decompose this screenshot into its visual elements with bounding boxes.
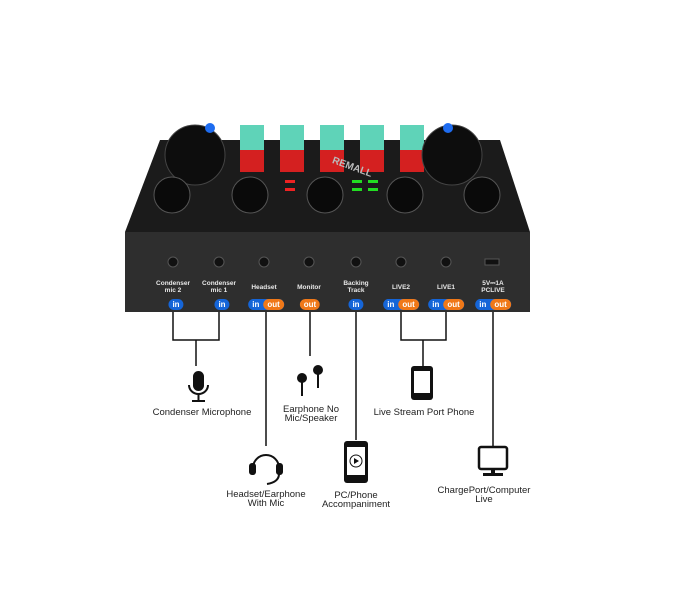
badge-condenser-mic-1: in [214,299,230,310]
big-knob-left [164,124,226,186]
port-label-backing-track: Backing Track [343,280,369,294]
label-pc-phone: PC/Phone Accompaniment [321,490,391,510]
port-label-headset: Headset [251,284,277,291]
port-label-condenser-mic-2: Condenser mic 2 [156,280,190,294]
badge-backing-track: in [348,299,364,310]
port-label-condenser-mic-1: Condenser mic 1 [202,280,236,294]
pc-phone-icon [344,441,368,483]
in-badge: in [428,299,444,310]
out-badge: out [398,299,419,310]
in-badge: in [383,299,399,310]
port-label-pclive: 5V⎓1A PCLIVE [481,280,505,294]
port-jacks [167,256,500,268]
phone-icon [411,366,433,400]
in-badge: in [475,299,491,310]
small-knobs [153,176,501,214]
label-headset: Headset/Earphone With Mic [226,489,306,509]
label-condenser-microphone: Condenser Microphone [152,407,252,418]
out-badge: out [443,299,464,310]
label-computer: ChargePort/Computer Live [437,485,531,505]
earphones-icon [297,365,323,396]
label-live-stream-phone: Live Stream Port Phone [373,407,475,418]
port-label-monitor: Monitor [297,284,321,291]
in-badge: in [248,299,264,310]
led-meters [285,180,378,191]
computer-monitor-icon [477,445,509,476]
headset-icon [249,454,283,485]
big-knob-right [421,124,483,186]
device-front-panel [125,232,530,312]
in-badge: in [214,299,230,310]
out-badge: out [263,299,284,310]
port-label-live2: LIVE2 [391,284,411,291]
faders [240,125,424,172]
out-badge: out [490,299,511,310]
port-label-live1: LIVE1 [436,284,456,291]
out-badge: out [299,299,321,310]
badge-condenser-mic-2: in [168,299,184,310]
in-badge: in [168,299,184,310]
label-earphone: Earphone No Mic/Speaker [283,404,339,424]
in-badge: in [348,299,364,310]
badge-monitor: out [299,299,321,310]
connection-lines [172,312,494,446]
microphone-icon [188,371,209,402]
